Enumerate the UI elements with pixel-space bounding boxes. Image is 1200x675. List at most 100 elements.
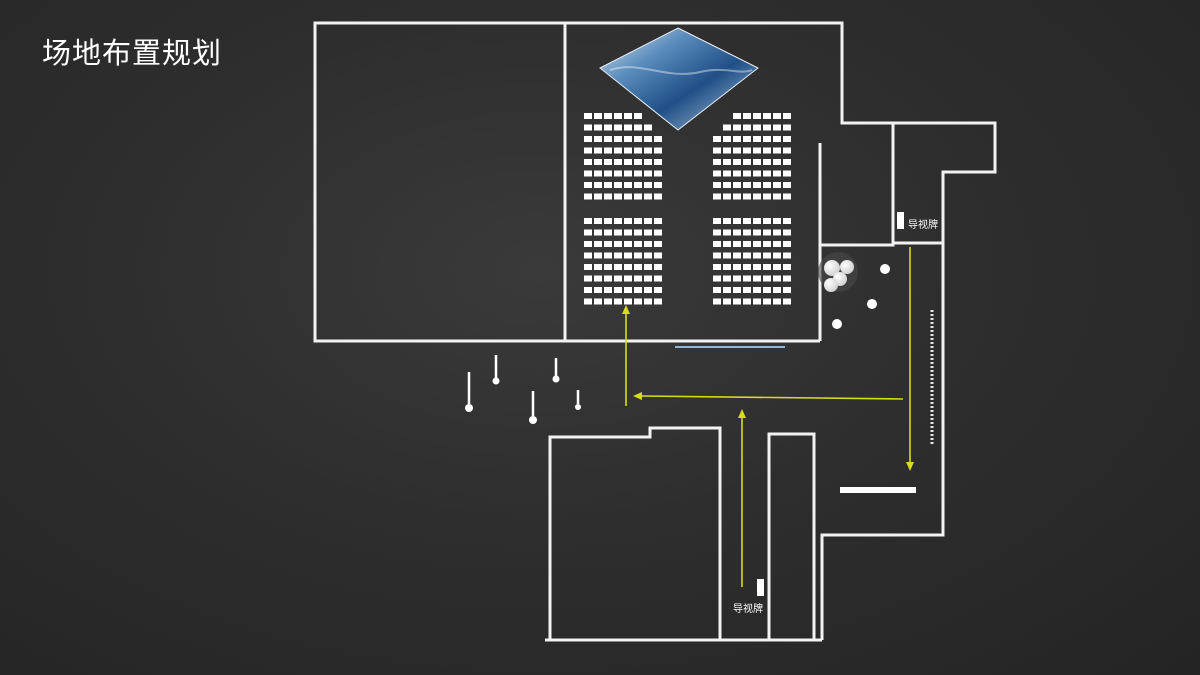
arrow-head bbox=[906, 462, 914, 471]
seat-icon bbox=[614, 298, 622, 305]
seat-icon bbox=[604, 124, 612, 131]
seat-icon bbox=[753, 298, 761, 305]
seat-icon bbox=[654, 147, 662, 154]
stage-screen-icon bbox=[599, 27, 759, 131]
seat-icon bbox=[743, 229, 751, 236]
seat-icon bbox=[584, 287, 592, 293]
seat-icon bbox=[753, 229, 761, 236]
seat-icon bbox=[743, 136, 751, 142]
seat-icon bbox=[594, 298, 602, 305]
seat-icon bbox=[753, 182, 761, 188]
round-table bbox=[867, 299, 877, 309]
seat-icon bbox=[753, 218, 761, 224]
seat-icon bbox=[604, 298, 612, 305]
seat-icon bbox=[604, 241, 612, 247]
left-hall-room bbox=[313, 21, 567, 343]
seat-icon bbox=[644, 252, 652, 259]
seat-icon bbox=[624, 147, 632, 154]
seat-icon bbox=[624, 218, 632, 224]
seat-icon bbox=[783, 136, 791, 142]
seat-icon bbox=[584, 147, 592, 154]
seat-icon bbox=[584, 136, 592, 142]
seat-icon bbox=[614, 252, 622, 259]
seat-icon bbox=[624, 241, 632, 247]
seat-icon bbox=[604, 170, 612, 177]
seat-icon bbox=[584, 252, 592, 259]
seat-icon bbox=[783, 182, 791, 188]
seat-icon bbox=[614, 182, 622, 188]
seat-icon bbox=[604, 159, 612, 165]
seat-icon bbox=[634, 275, 642, 282]
seat-icon bbox=[743, 170, 751, 177]
seat-icon bbox=[654, 170, 662, 177]
seat-icon bbox=[604, 264, 612, 270]
seat-icon bbox=[634, 124, 642, 131]
seat-icon bbox=[743, 182, 751, 188]
seat-icon bbox=[624, 229, 632, 236]
seat-icon bbox=[584, 241, 592, 247]
sign-label-upper: 导视牌 bbox=[908, 218, 938, 231]
seat-icon bbox=[654, 218, 662, 224]
seat-icon bbox=[733, 218, 741, 224]
seat-icon bbox=[713, 275, 721, 282]
seat-icon bbox=[783, 159, 791, 165]
seat-icon bbox=[713, 264, 721, 270]
seat-icon bbox=[594, 252, 602, 259]
seat-icon bbox=[584, 159, 592, 165]
seat-icon bbox=[773, 147, 781, 154]
seat-icon bbox=[743, 264, 751, 270]
seat-icon bbox=[604, 147, 612, 154]
seat-icon bbox=[733, 241, 741, 247]
seat-icon bbox=[644, 124, 652, 131]
seat-icon bbox=[723, 287, 731, 293]
seat-icon bbox=[773, 193, 781, 200]
seat-icon bbox=[634, 159, 642, 165]
seat-icon bbox=[654, 182, 662, 188]
seat-icon bbox=[594, 124, 602, 131]
seat-icon bbox=[733, 275, 741, 282]
seat-icon bbox=[743, 124, 751, 131]
seat-icon bbox=[584, 113, 592, 119]
seat-icon bbox=[594, 136, 602, 142]
seat-icon bbox=[783, 241, 791, 247]
seat-icon bbox=[753, 113, 761, 119]
seat-icon bbox=[763, 298, 771, 305]
seat-icon bbox=[773, 287, 781, 293]
seat-icon bbox=[713, 218, 721, 224]
seat-icon bbox=[713, 298, 721, 305]
seat-icon bbox=[743, 275, 751, 282]
standing-table-icon bbox=[465, 355, 581, 424]
seat-icon bbox=[713, 182, 721, 188]
seat-icon bbox=[763, 124, 771, 131]
sign-label-lower: 导视牌 bbox=[733, 602, 763, 615]
seat-icon bbox=[594, 182, 602, 188]
seat-icon bbox=[783, 170, 791, 177]
seat-icon bbox=[773, 298, 781, 305]
seat-icon bbox=[773, 229, 781, 236]
seat-icon bbox=[594, 264, 602, 270]
seat-icon bbox=[783, 287, 791, 293]
seat-icon bbox=[773, 264, 781, 270]
seat-icon bbox=[713, 287, 721, 293]
arrow-head bbox=[622, 305, 630, 314]
seat-icon bbox=[594, 287, 602, 293]
seat-icon bbox=[644, 136, 652, 142]
seat-icon bbox=[634, 182, 642, 188]
seat-icon bbox=[723, 170, 731, 177]
seat-icon bbox=[584, 182, 592, 188]
seat-icon bbox=[783, 124, 791, 131]
seat-icon bbox=[634, 264, 642, 270]
seat-icon bbox=[634, 147, 642, 154]
seat-icon bbox=[644, 287, 652, 293]
seat-icon bbox=[584, 298, 592, 305]
seat-icon bbox=[654, 275, 662, 282]
seat-icon bbox=[644, 229, 652, 236]
seat-icon bbox=[763, 182, 771, 188]
seat-icon bbox=[733, 124, 741, 131]
seat-icon bbox=[723, 218, 731, 224]
seat-icon bbox=[654, 136, 662, 142]
seat-icon bbox=[594, 147, 602, 154]
seat-icon bbox=[743, 147, 751, 154]
seat-icon bbox=[624, 264, 632, 270]
seat-icon bbox=[773, 241, 781, 247]
